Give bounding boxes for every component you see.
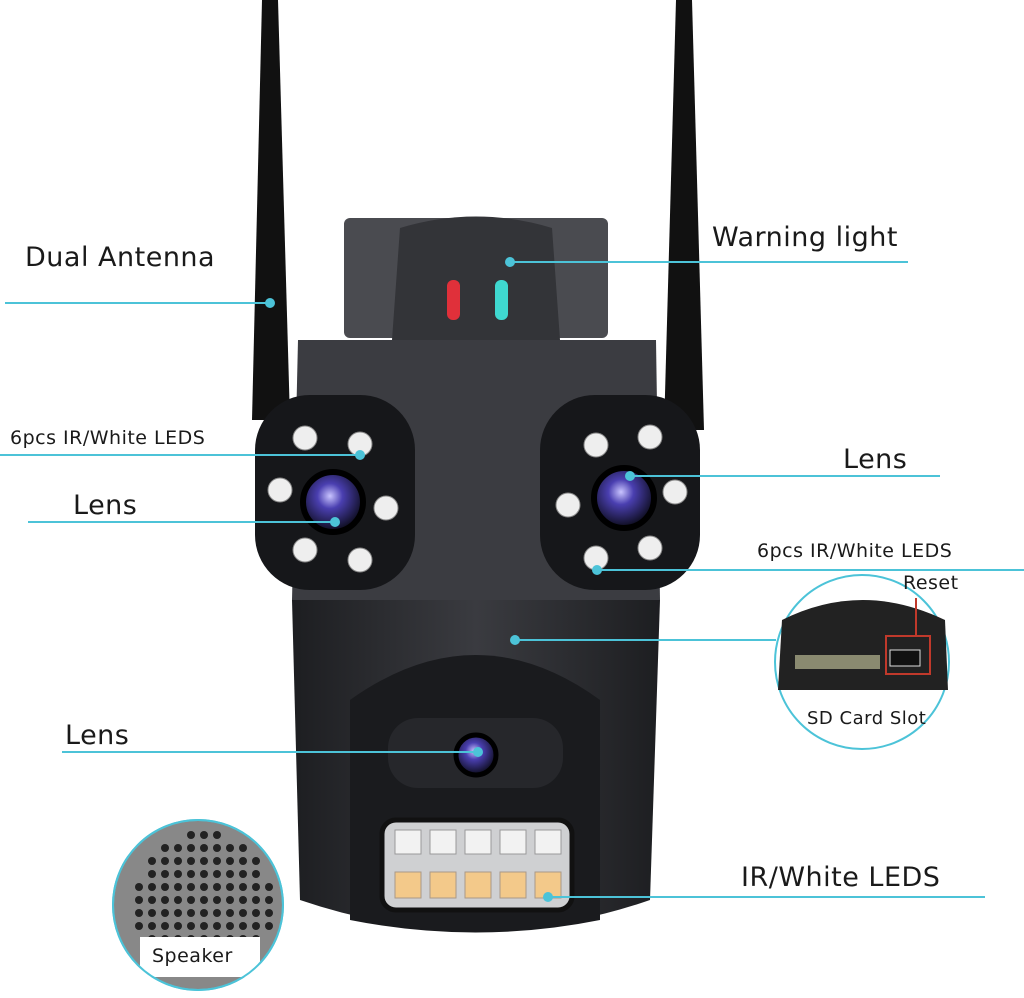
speaker-hole <box>265 883 273 891</box>
speaker-hole <box>226 857 234 865</box>
speaker-hole <box>161 844 169 852</box>
speaker-hole <box>161 883 169 891</box>
speaker-hole <box>213 883 221 891</box>
speaker-hole <box>135 896 143 904</box>
speaker-hole <box>174 857 182 865</box>
speaker-hole <box>239 870 247 878</box>
label-warning-light: Warning light <box>712 222 898 253</box>
speaker-hole <box>187 870 195 878</box>
speaker-hole <box>135 909 143 917</box>
sd-card-inset <box>774 574 950 750</box>
speaker-hole <box>161 870 169 878</box>
reset-highlight-box <box>885 635 931 675</box>
speaker-hole <box>252 870 260 878</box>
speaker-hole <box>174 909 182 917</box>
speaker-hole <box>174 896 182 904</box>
speaker-hole <box>200 857 208 865</box>
speaker-hole <box>252 883 260 891</box>
speaker-hole <box>200 909 208 917</box>
speaker-hole <box>226 844 234 852</box>
speaker-hole <box>135 883 143 891</box>
speaker-hole <box>239 844 247 852</box>
speaker-hole <box>187 831 195 839</box>
speaker-hole <box>200 883 208 891</box>
label-leds-left: 6pcs IR/White LEDS <box>10 427 206 449</box>
speaker-hole <box>252 857 260 865</box>
speaker-hole <box>252 922 260 930</box>
red-warning-light <box>447 280 460 320</box>
speaker-hole <box>213 909 221 917</box>
speaker-hole <box>213 844 221 852</box>
label-lens-bottom: Lens <box>65 720 130 751</box>
label-reset: Reset <box>903 572 959 594</box>
speaker-hole <box>148 922 156 930</box>
speaker-hole <box>252 909 260 917</box>
speaker-hole <box>148 896 156 904</box>
speaker-hole <box>187 844 195 852</box>
speaker-hole <box>213 896 221 904</box>
left-lens-module <box>255 395 415 590</box>
speaker-hole <box>265 922 273 930</box>
label-leds-right: 6pcs IR/White LEDS <box>757 540 953 562</box>
warning-light-housing <box>392 216 560 340</box>
antenna-right <box>664 0 704 430</box>
label-speaker: Speaker <box>152 945 233 967</box>
speaker-hole <box>200 844 208 852</box>
speaker-hole <box>200 831 208 839</box>
speaker-hole <box>265 896 273 904</box>
label-sd-card-slot: SD Card Slot <box>807 708 927 729</box>
speaker-hole <box>161 896 169 904</box>
speaker-hole <box>135 922 143 930</box>
speaker-hole <box>239 922 247 930</box>
speaker-inset <box>112 819 284 991</box>
speaker-hole <box>226 922 234 930</box>
speaker-hole <box>187 922 195 930</box>
label-lens-left: Lens <box>73 490 138 521</box>
blue-warning-light <box>495 280 508 320</box>
speaker-hole <box>200 870 208 878</box>
speaker-hole <box>226 909 234 917</box>
speaker-hole <box>213 870 221 878</box>
speaker-hole <box>226 870 234 878</box>
speaker-hole <box>239 883 247 891</box>
speaker-hole <box>148 857 156 865</box>
speaker-hole <box>226 896 234 904</box>
speaker-hole <box>174 844 182 852</box>
speaker-hole <box>174 870 182 878</box>
speaker-hole <box>187 896 195 904</box>
speaker-hole <box>187 909 195 917</box>
speaker-hole <box>265 909 273 917</box>
speaker-hole <box>213 831 221 839</box>
speaker-hole <box>200 896 208 904</box>
speaker-hole <box>239 896 247 904</box>
speaker-hole <box>239 909 247 917</box>
label-dual-antenna: Dual Antenna <box>25 242 216 273</box>
antenna-left <box>252 0 290 420</box>
label-lens-right: Lens <box>843 444 908 475</box>
speaker-hole <box>161 909 169 917</box>
label-ir-white-leds: IR/White LEDS <box>741 862 941 893</box>
speaker-hole <box>226 883 234 891</box>
speaker-hole <box>148 883 156 891</box>
speaker-hole <box>252 896 260 904</box>
callout-lines <box>0 261 1024 898</box>
speaker-hole <box>174 883 182 891</box>
speaker-hole <box>213 922 221 930</box>
speaker-hole <box>161 857 169 865</box>
right-lens-module <box>540 395 700 590</box>
speaker-hole <box>187 857 195 865</box>
speaker-hole <box>200 922 208 930</box>
speaker-hole <box>161 922 169 930</box>
speaker-hole <box>148 909 156 917</box>
speaker-hole <box>213 857 221 865</box>
speaker-hole <box>174 922 182 930</box>
speaker-hole <box>187 883 195 891</box>
speaker-hole <box>148 870 156 878</box>
speaker-hole <box>239 857 247 865</box>
